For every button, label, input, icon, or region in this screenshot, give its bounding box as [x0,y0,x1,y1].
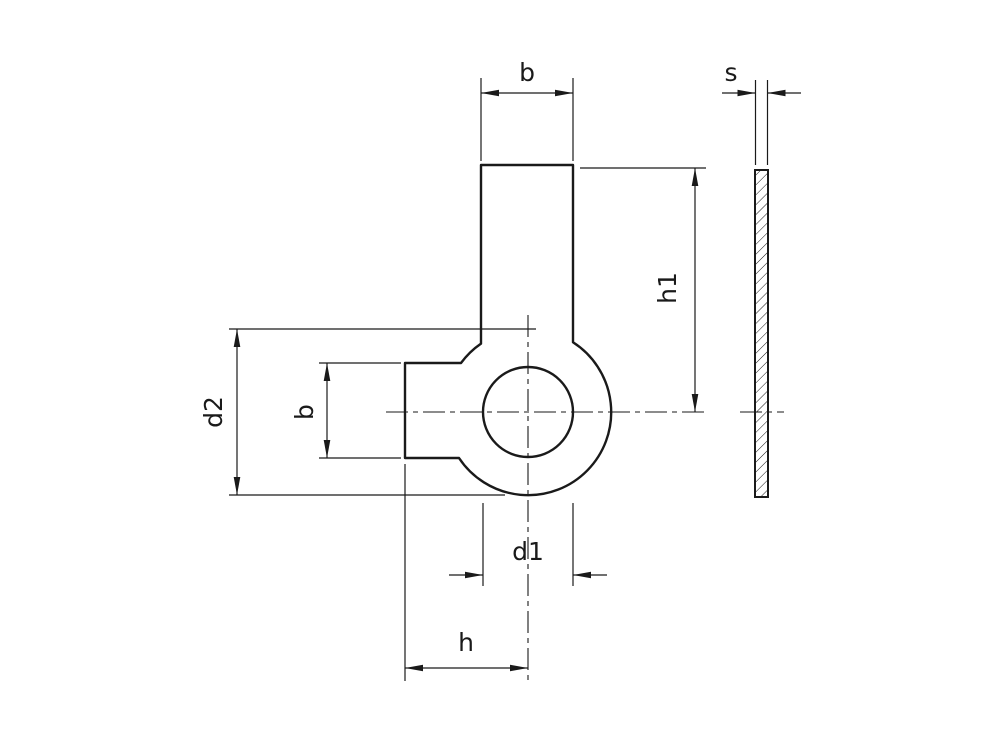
dim-label-h1: h1 [653,272,682,304]
dim-label-b-left: b [290,404,319,420]
dim-label-d1: d1 [512,537,544,566]
dimension-d2: d2 [199,328,536,496]
dimension-b-top: b [480,58,574,161]
dimension-d1: d1 [449,503,607,586]
dimension-s: s [722,58,801,165]
front-view [403,163,613,497]
centerlines [386,315,784,682]
hole-circle [481,365,575,459]
side-view [754,169,769,498]
washer-outline [403,163,613,497]
dimension-h1: h1 [580,167,706,412]
dim-label-b-top: b [519,58,535,87]
dimension-h: h [404,464,528,681]
dim-label-s: s [724,58,737,87]
dim-label-d2: d2 [199,396,228,428]
side-view-strip [754,169,769,498]
dim-label-h: h [458,628,474,657]
dimension-b-left: b [290,362,401,459]
